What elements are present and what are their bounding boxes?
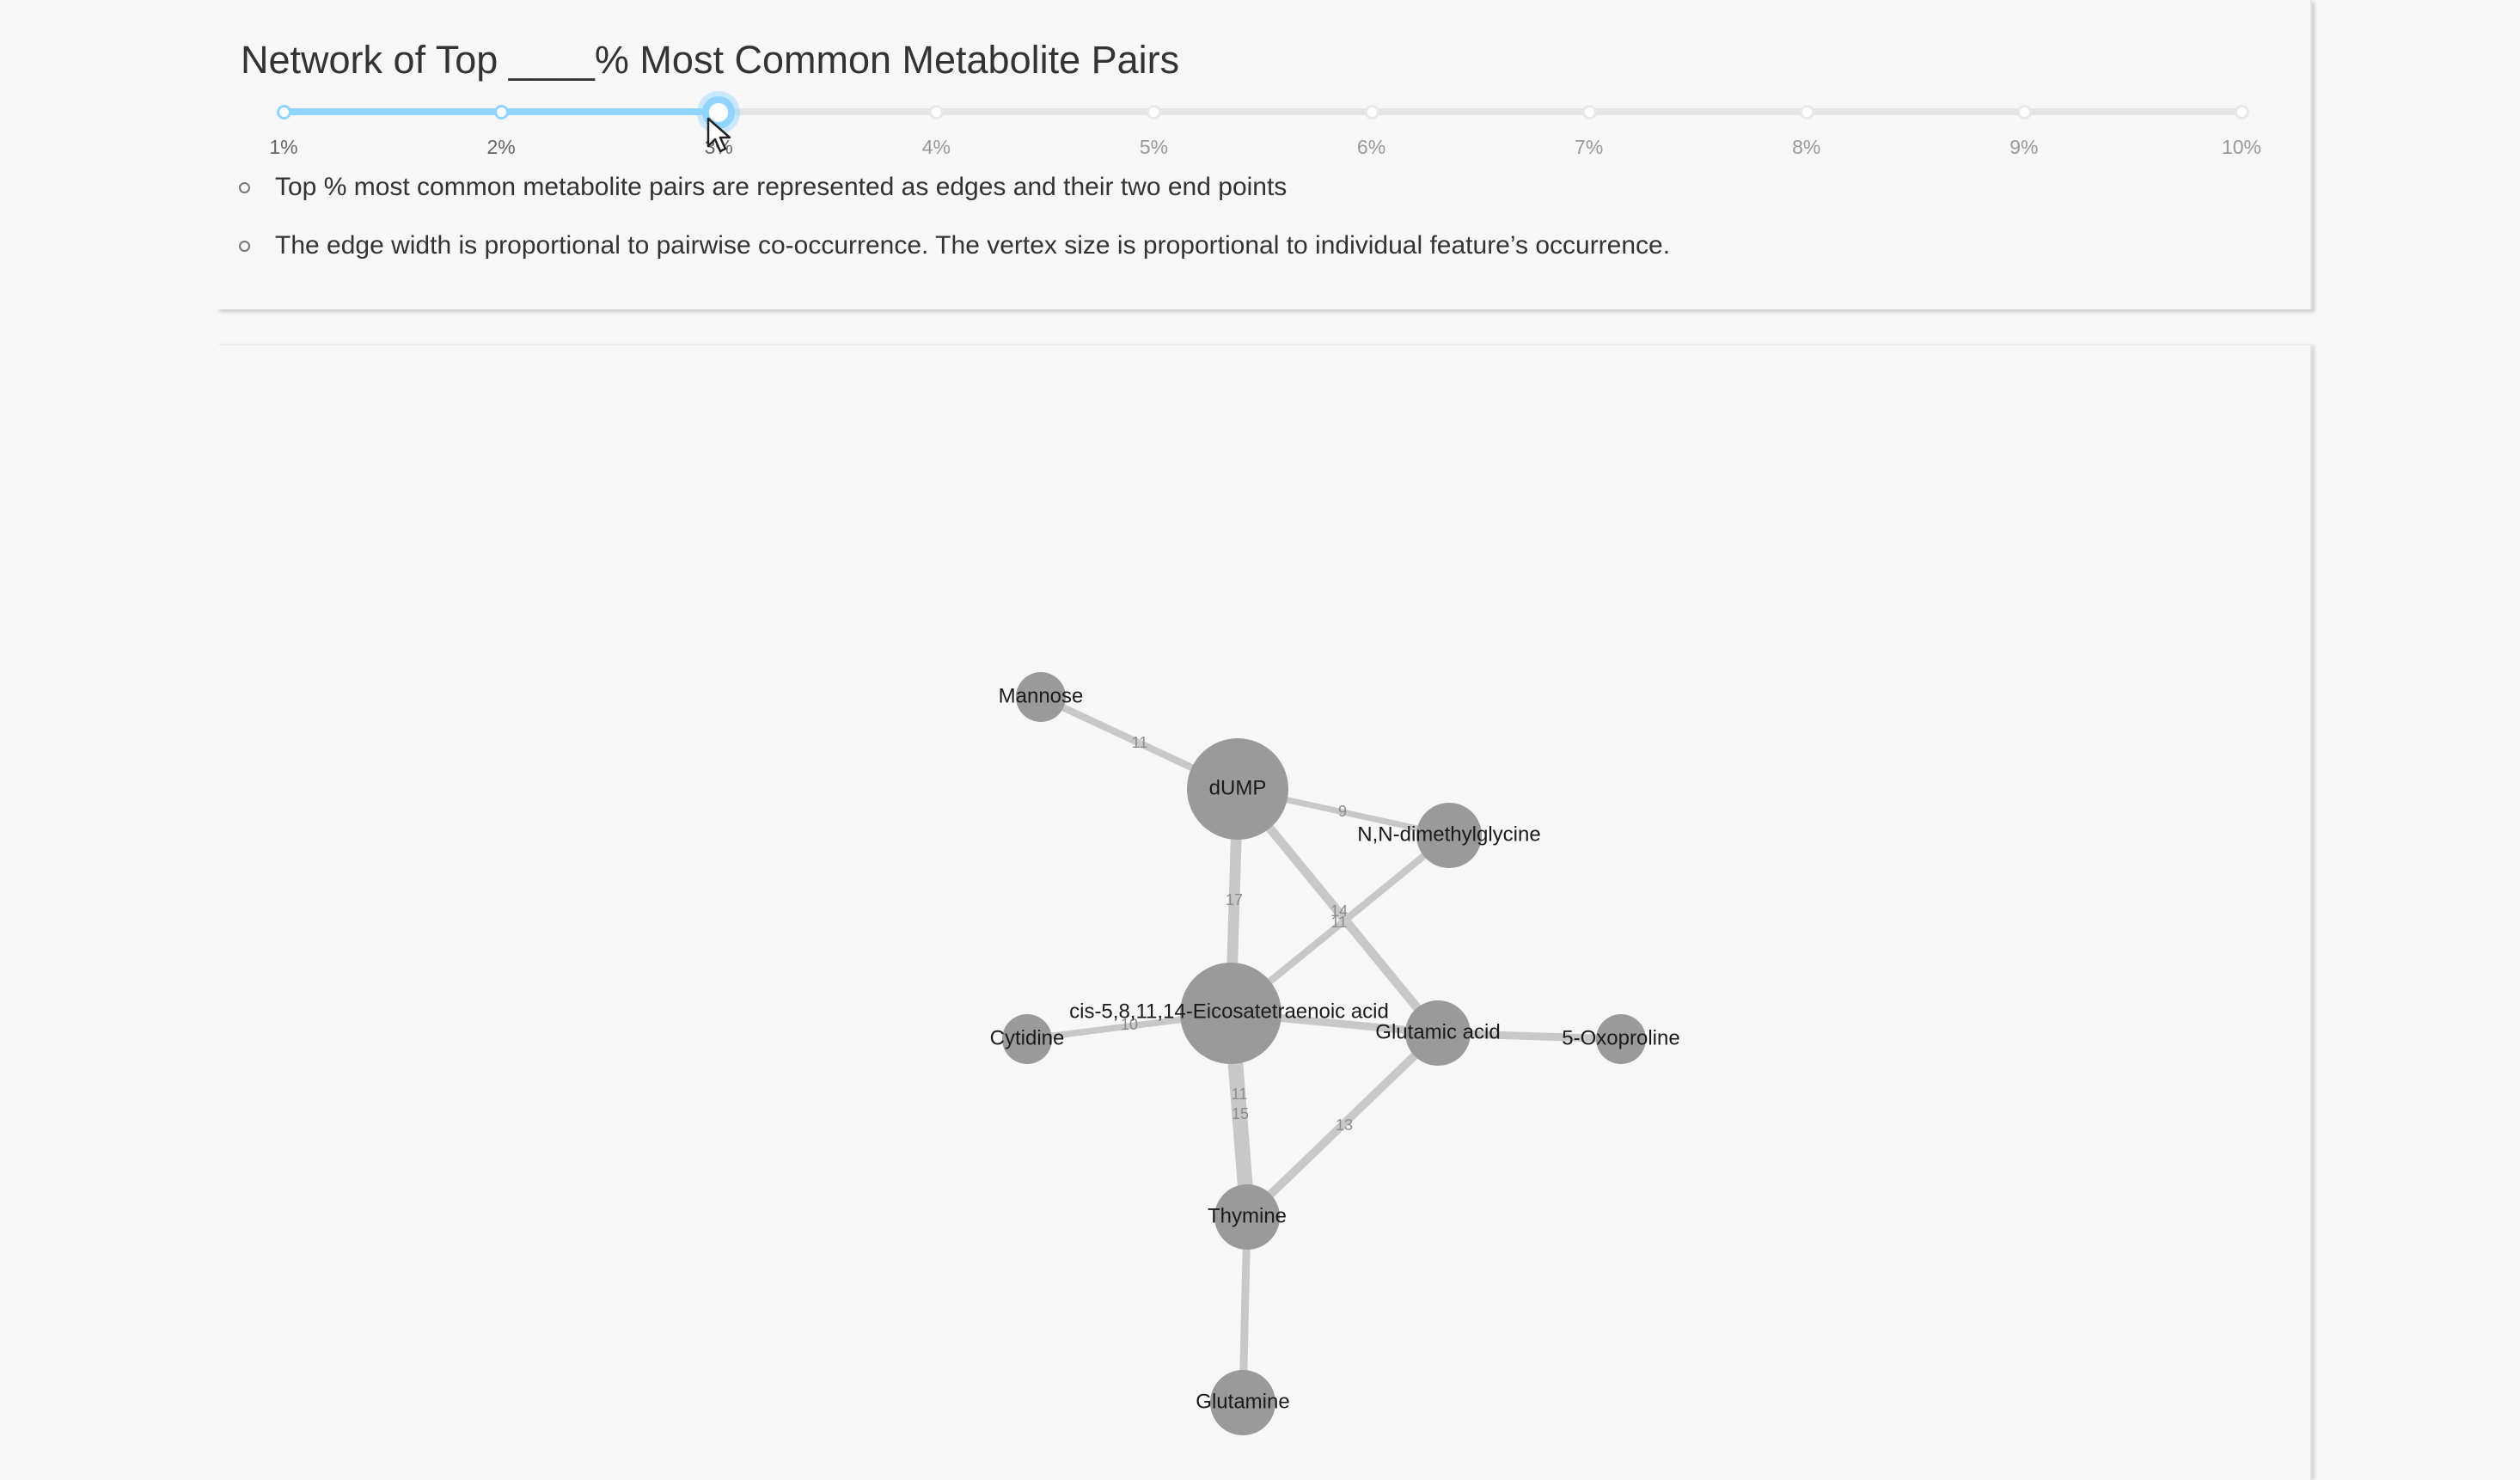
edge-weight-label: 11 [1232, 1086, 1248, 1103]
node-label-mannose: Mannose [999, 684, 1084, 707]
slider-dot-9[interactable] [2016, 105, 2032, 119]
slider-rail[interactable] [284, 108, 2242, 115]
node-oxoproline[interactable] [1596, 1014, 1646, 1064]
slider-dot-6[interactable] [1364, 105, 1379, 119]
node-eico[interactable] [1180, 963, 1281, 1064]
slider-dot-7[interactable] [1581, 105, 1597, 119]
slider-mark-label[interactable]: 5% [1139, 136, 1169, 158]
slider-dot-4[interactable] [929, 105, 945, 119]
slider-dot-2[interactable] [494, 105, 510, 119]
node-label-glutamine: Glutamine [1196, 1390, 1289, 1413]
nodes-layer [1002, 672, 1646, 1435]
edge-glutamic-thymine [1243, 1029, 1442, 1221]
node-label-dump: dUMP [1209, 776, 1267, 799]
edge-weight-label: 9 [1338, 803, 1347, 820]
edge-dump-glutamic [1232, 784, 1443, 1038]
page-title: Network of Top ____% Most Common Metabol… [241, 38, 1180, 82]
edges-layer [1024, 693, 1625, 1407]
note-item-edges: Top % most common metabolite pairs are r… [237, 170, 1670, 229]
slider-dot-8[interactable] [1799, 105, 1814, 119]
node-dump[interactable] [1187, 738, 1288, 840]
slider-mark-label[interactable]: 7% [1575, 136, 1604, 158]
node-label-eico: cis-5,8,11,14-Eicosatetraenoic acid [1069, 1000, 1389, 1023]
slider-mark-label[interactable]: 10% [2221, 136, 2262, 158]
edge-weight-label: 11 [1331, 914, 1348, 931]
graph-panel [217, 346, 2312, 1480]
node-labels-layer: Mannose dUMP N,N-dimethylglycineCytidineci… [990, 684, 1680, 1413]
edge-weight-label: 11 [1132, 734, 1148, 751]
node-label-glutamic: Glutamic acid [1375, 1020, 1500, 1043]
slider-mark-label[interactable]: 8% [1792, 136, 1821, 158]
node-label-oxoproline: 5-Oxoproline [1562, 1026, 1679, 1049]
note-item-sizes: The edge width is proportional to pairwi… [237, 229, 1670, 287]
edge-weight-label: 14 [1330, 902, 1348, 920]
edge-weight-label: 17 [1226, 891, 1243, 908]
slider-mark-label[interactable]: 4% [921, 136, 951, 158]
slider-marks: 1%2%3%4%5%6%7%8%9%10% [269, 136, 2261, 162]
slider-mark-label[interactable]: 2% [486, 136, 516, 158]
node-mannose[interactable] [1016, 672, 1066, 722]
node-thymine[interactable] [1214, 1184, 1280, 1250]
slider-mark-label[interactable]: 9% [2009, 136, 2039, 158]
node-glutamic[interactable] [1405, 1000, 1471, 1066]
node-glutamine[interactable] [1210, 1370, 1275, 1435]
node-label-nndmg: N,N-dimethylglycine [1357, 823, 1540, 846]
edge-weight-label: 10 [1121, 1016, 1138, 1033]
node-nndmg[interactable] [1416, 803, 1482, 868]
edge-weight-label: 13 [1336, 1116, 1353, 1134]
control-panel [217, 0, 2312, 309]
mouse-pointer-icon [706, 117, 731, 153]
notes-list: Top % most common metabolite pairs are r… [237, 170, 1670, 287]
slider-mark-label[interactable]: 1% [269, 136, 298, 158]
percent-slider[interactable] [277, 95, 2249, 129]
slider-dot-1[interactable] [277, 105, 291, 119]
node-cytidine[interactable] [1002, 1014, 1052, 1064]
node-label-thymine: Thymine [1208, 1204, 1287, 1227]
node-label-cytidine: Cytidine [990, 1026, 1065, 1049]
edge-weight-label: 15 [1232, 1105, 1249, 1122]
slider-mark-label[interactable]: 6% [1356, 136, 1386, 158]
slider-dot-10[interactable] [2235, 105, 2249, 119]
slider-dot-5[interactable] [1147, 105, 1162, 119]
